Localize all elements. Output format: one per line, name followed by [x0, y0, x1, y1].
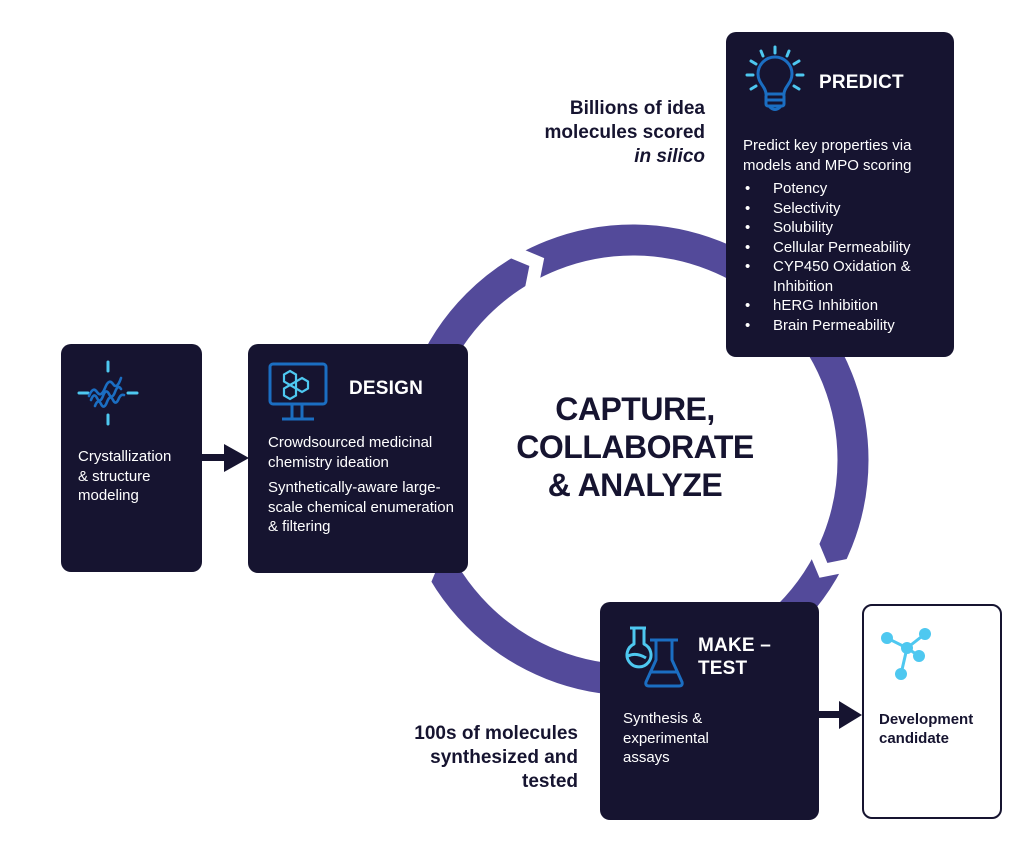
design-title: DESIGN: [349, 378, 424, 399]
arrow-make-test-to-development: [819, 701, 862, 729]
make-test-text-line-2: experimental: [623, 729, 709, 747]
callout-make-line-3: tested: [522, 771, 578, 792]
predict-bullet: Solubility: [743, 218, 949, 238]
flasks-icon: [625, 626, 684, 688]
center-title: CAPTURE, COLLABORATE & ANALYZE: [495, 390, 775, 504]
predict-intro: Predict key properties via models and MP…: [743, 137, 912, 174]
design-paragraph-1: Crowdsourced medicinal chemistry ideatio…: [268, 434, 433, 471]
callout-make-line-1: 100s of molecules: [414, 723, 578, 744]
make-test-text: Synthesis & experimental assays: [623, 709, 709, 768]
chevron-arrow-icon: [806, 541, 853, 578]
arrow-crystallization-to-design: [202, 444, 249, 472]
predict-bullet: Brain Permeability: [743, 316, 949, 336]
make-test-title-line-2: TEST: [698, 658, 748, 679]
center-title-line-3: & ANALYZE: [547, 467, 723, 503]
make-test-box: MAKE – TEST Synthesis & experimental ass…: [600, 602, 819, 820]
callout-predict-line-1: Billions of idea: [569, 98, 705, 119]
development-candidate-box: Development candidate: [862, 604, 1002, 819]
predict-body: Predict key properties via models and MP…: [743, 136, 949, 335]
predict-title: PREDICT: [819, 72, 904, 93]
callout-make-line-2: synthesized and: [430, 747, 578, 768]
development-label-line-1: Development: [879, 711, 974, 728]
make-test-title: MAKE – TEST: [698, 634, 771, 680]
make-test-text-line-1: Synthesis &: [623, 710, 703, 727]
callout-predict-line-2: molecules scored: [544, 122, 705, 143]
protein-helix-icon: [77, 360, 139, 426]
design-paragraph-2: Synthetically-aware large-scale chemical…: [268, 479, 454, 535]
predict-bullet-list: Potency Selectivity Solubility Cellular …: [743, 179, 949, 335]
center-title-line-2: COLLABORATE: [516, 429, 754, 465]
callout-predict-italic: in silico: [634, 146, 705, 167]
callout-predict: Billions of idea molecules scored in sil…: [470, 97, 705, 169]
predict-box: PREDICT Predict key properties via model…: [726, 32, 954, 357]
predict-bullet: hERG Inhibition: [743, 296, 949, 316]
make-test-title-line-1: MAKE –: [698, 635, 771, 656]
crystallization-text-line-3: modeling: [78, 487, 139, 504]
predict-bullet: Selectivity: [743, 199, 949, 219]
design-text: Crowdsourced medicinal chemistry ideatio…: [268, 433, 463, 543]
predict-bullet: Potency: [743, 179, 949, 199]
molecule-icon: [881, 628, 931, 680]
chevron-arrow-icon: [508, 245, 545, 292]
predict-bullet: Cellular Permeability: [743, 238, 949, 258]
predict-bullet: CYP450 Oxidation & Inhibition: [743, 257, 949, 296]
monitor-hexagon-icon: [268, 362, 328, 421]
crystallization-box: Crystallization & structure modeling: [61, 344, 202, 572]
crystallization-text-line-2: & structure: [78, 467, 151, 485]
crystallization-text-line-1: Crystallization: [78, 448, 172, 465]
make-test-text-line-3: assays: [623, 749, 670, 766]
center-title-line-1: CAPTURE,: [555, 391, 715, 427]
development-label: Development candidate: [879, 710, 973, 748]
callout-make: 100s of molecules synthesized and tested: [340, 722, 578, 794]
development-label-line-2: candidate: [879, 730, 950, 747]
crystallization-text: Crystallization & structure modeling: [78, 447, 171, 506]
lightbulb-icon: [745, 45, 805, 111]
design-box: DESIGN Crowdsourced medicinal chemistry …: [248, 344, 468, 573]
